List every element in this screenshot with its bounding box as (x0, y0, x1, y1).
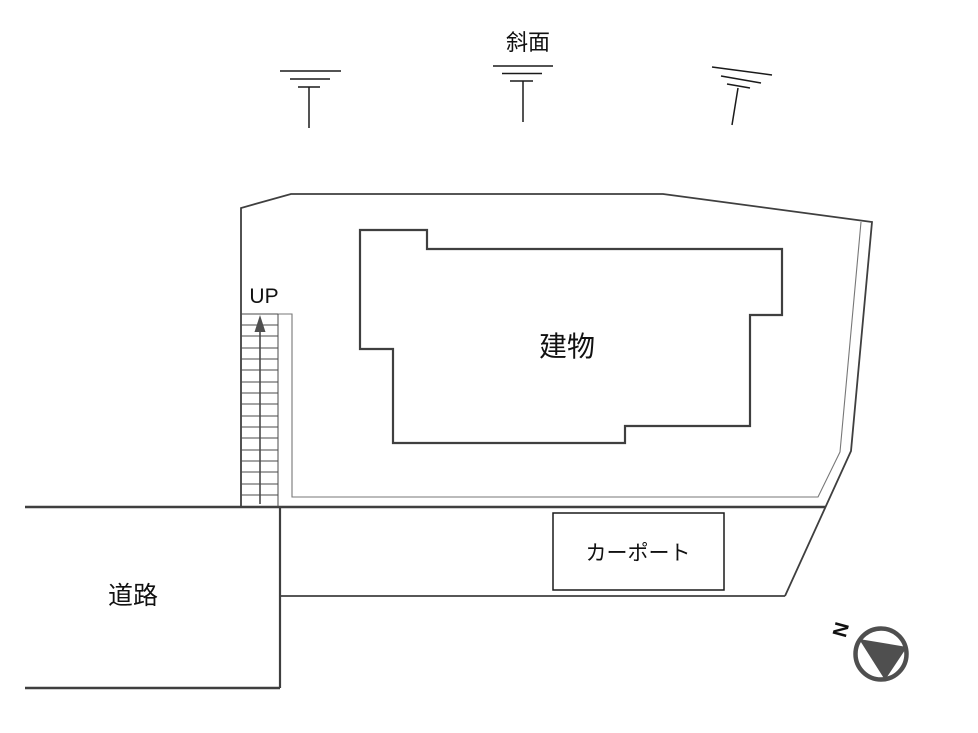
building-label: 建物 (538, 331, 596, 362)
up-label: UP (249, 285, 279, 308)
road-outline (25, 505, 826, 690)
slope-label: 斜面 (505, 30, 551, 55)
inner-boundary-line (278, 221, 862, 498)
up-arrow-icon (254, 315, 266, 504)
carport-outline (552, 512, 725, 591)
north-compass-icon (853, 626, 909, 682)
site-boundary-outline (240, 193, 873, 597)
building-outline (358, 228, 784, 445)
slope-symbol-center (493, 65, 553, 122)
slope-symbol-right (711, 66, 773, 126)
carport-label: カーポート (585, 542, 691, 565)
slope-symbol-left (280, 70, 341, 128)
road-label: 道路 (107, 582, 159, 610)
